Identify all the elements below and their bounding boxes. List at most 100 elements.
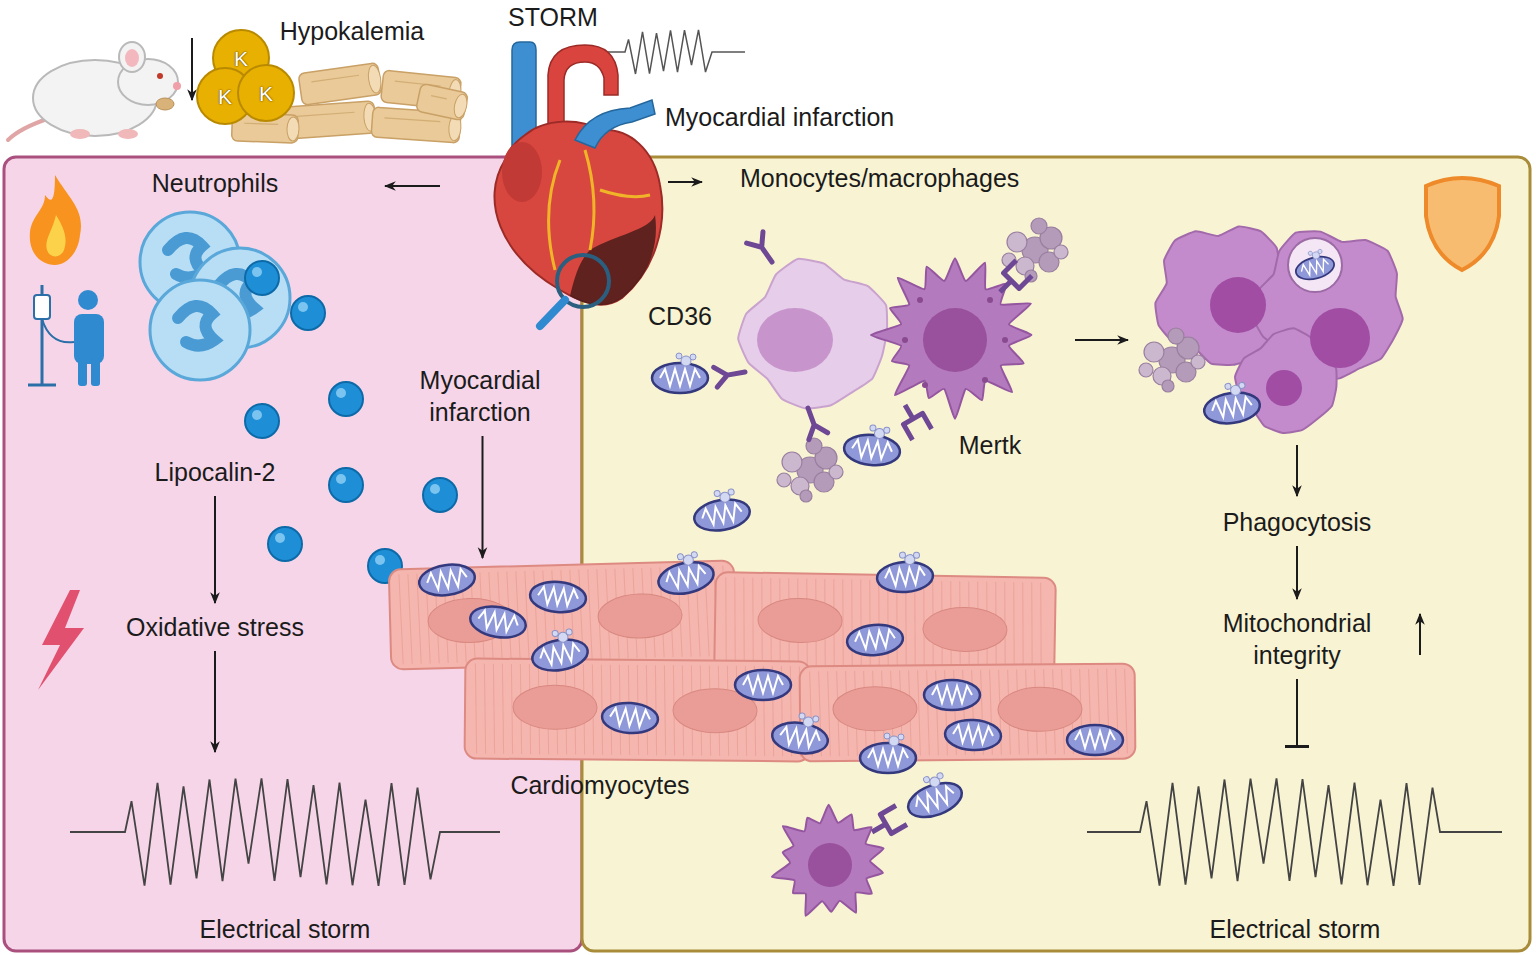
mouse-tail (8, 118, 50, 140)
flow-arrow (1296, 445, 1298, 496)
iv-tube (42, 319, 74, 342)
membrane-bleb (898, 734, 904, 740)
membrane-bleb (889, 736, 899, 746)
mitochondrion (900, 767, 966, 824)
sarcomere-stripe (484, 664, 487, 754)
flow-arrow (1296, 546, 1298, 599)
lipocalin-particle (329, 468, 363, 502)
flow-arrow (385, 185, 440, 187)
mitochondrion (924, 680, 980, 710)
sarcomere-stripe (475, 664, 478, 754)
mitochondrion-cristae (701, 503, 743, 527)
figure-title-label: STORM (508, 2, 598, 32)
sarcomere-stripe (918, 670, 921, 755)
ecg-trace (70, 778, 500, 885)
pellet-texture (244, 123, 278, 124)
pellet-texture (297, 112, 355, 116)
cd36-receptor (714, 362, 747, 387)
mitochondrion-membrane (876, 560, 934, 594)
fire-icon (30, 175, 81, 265)
cell-type-label: Neutrophils (152, 168, 278, 198)
mitochondrion-membrane (601, 701, 659, 735)
mouse-foot (70, 129, 90, 139)
mitochondrion (601, 701, 659, 735)
ecg-node: Electrical storm (1080, 748, 1510, 948)
mitochondrion-cristae (539, 643, 581, 667)
macrophage-nucleus (1310, 308, 1370, 368)
node-text: Lipocalin-2 (155, 456, 276, 488)
mediator-label: Lipocalin-2 (147, 448, 284, 496)
iv-bag (34, 295, 50, 319)
cell-nucleus (758, 598, 843, 643)
cell-group: Cardiomyocytes (400, 558, 800, 804)
apoptotic-body (829, 465, 843, 479)
membrane-bleb (728, 489, 735, 496)
membrane-bleb (691, 551, 698, 558)
pellet-texture (311, 75, 359, 82)
particle-highlight (252, 267, 262, 277)
node-text: K (234, 48, 248, 69)
inhibition-line (1296, 679, 1298, 748)
process-label: Oxidative stress (118, 603, 312, 651)
pellet-end (452, 93, 469, 119)
mertk-receptor (992, 260, 1032, 300)
pellet-end (287, 117, 300, 141)
coronary-vessel (585, 150, 594, 250)
particle-highlight (336, 474, 346, 484)
membrane-bleb (1317, 249, 1322, 254)
particle-highlight (252, 410, 262, 420)
cell-nucleus (513, 685, 597, 730)
node-text: K (259, 83, 273, 104)
node-text: Electrical storm (200, 913, 371, 945)
sarcomere-stripe (493, 664, 496, 754)
mitochondrion-cristae (537, 586, 578, 606)
lipocalin-particle (268, 527, 302, 561)
mitochondrion (652, 353, 708, 393)
flow-arrow (214, 496, 216, 603)
mitochondrion-membrane (924, 680, 980, 710)
membrane-bleb (677, 553, 684, 560)
mitochondrion (944, 719, 1001, 752)
mitochondrion (690, 486, 752, 535)
heart-body (494, 122, 662, 305)
membrane-bleb (552, 630, 559, 637)
mitochondrion (529, 580, 587, 615)
pellet-end (367, 64, 383, 93)
patient-leg (78, 358, 87, 386)
lipocalin-particle (423, 478, 457, 512)
mitochondrion-membrane (770, 719, 830, 757)
mouse-ear (119, 42, 145, 72)
mitochondrion (735, 670, 791, 700)
shield-icon (1426, 178, 1499, 270)
receptor-shape (992, 260, 1032, 300)
process-label: Phagocytosis (1215, 498, 1380, 546)
potassium-ion: K (237, 64, 295, 122)
membrane-bleb (812, 716, 819, 723)
mitochondrion-cristae (1211, 396, 1253, 418)
event-label: Myocardial infarction (395, 356, 565, 436)
pulmonary-artery (575, 100, 655, 148)
mouse-nose (173, 82, 181, 90)
node-text: Cardiomyocytes (510, 769, 689, 801)
iv-base (28, 384, 56, 387)
cell-nucleus (597, 593, 682, 639)
flow-arrow (1075, 339, 1128, 341)
membrane-bleb (923, 776, 931, 784)
food-pellet (298, 62, 383, 105)
magnifier-handle (540, 300, 565, 326)
sarcomere-stripe (927, 670, 930, 755)
lightning-icon (38, 590, 84, 690)
pellet-texture (431, 96, 447, 99)
pellet-body (298, 63, 382, 106)
event-label: Myocardial infarction (665, 102, 894, 132)
apoptotic-body (1144, 342, 1164, 362)
cell-type-label: Monocytes/macrophages (740, 163, 1019, 193)
lipocalin-particle (329, 382, 363, 416)
monocyte-nucleus (757, 308, 833, 372)
mitochondrion (843, 423, 902, 468)
mitochondrion (653, 548, 716, 599)
mitochondrion-cristae (1075, 731, 1115, 748)
mitochondrion-membrane (1067, 725, 1123, 755)
sarcomere-stripe (664, 665, 667, 755)
